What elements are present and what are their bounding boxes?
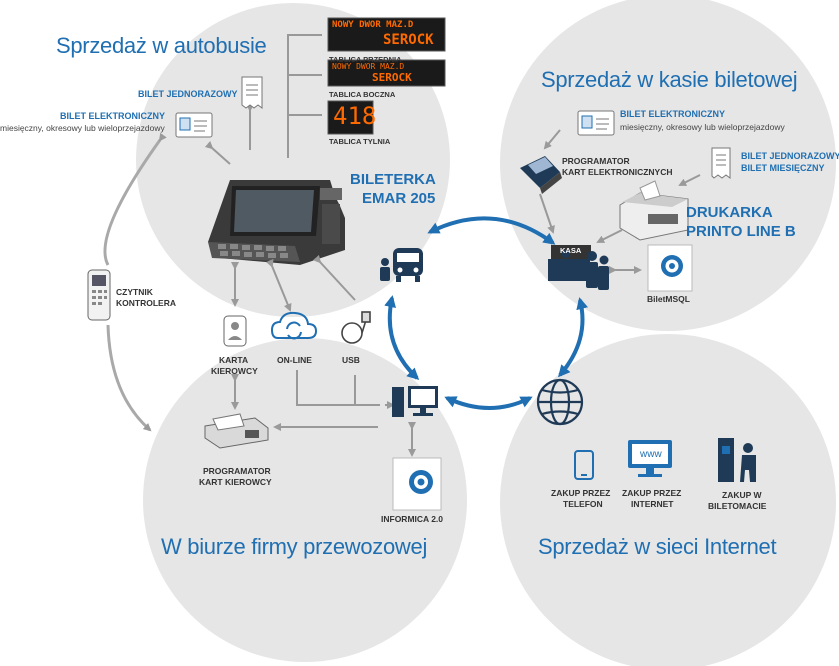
side-display-line2: SEROCK xyxy=(372,71,412,84)
biletmsql-label: BiletMSQL xyxy=(647,294,690,304)
bus-office-link xyxy=(384,295,420,381)
front-display-label: TABLICA PRZEDNIA xyxy=(329,55,402,64)
online-label: ON-LINE xyxy=(277,355,312,365)
front-display-line1: NOWY DWOR MAZ.D xyxy=(332,20,414,30)
card-programmer-icon xyxy=(520,156,562,194)
reader-to-bus-arrow xyxy=(103,132,167,266)
controller-reader-icon xyxy=(87,269,111,321)
eticket-card-icon xyxy=(175,112,213,138)
display-connectors xyxy=(204,34,322,165)
rear-display-value: 418 xyxy=(333,102,377,130)
kasa-ticket-label-line2: BILET MIESIĘCZNY xyxy=(741,163,825,173)
kasa-eticket-card-icon xyxy=(577,110,615,136)
driver-programmer-label-line1: PROGRAMATOR xyxy=(203,466,271,476)
ticket-printer-icon xyxy=(619,180,689,241)
globe-icon xyxy=(536,378,584,426)
reader-to-office-arrow xyxy=(106,324,152,432)
side-display-board xyxy=(327,59,446,87)
front-display-line2: SEROCK xyxy=(383,32,434,48)
driver-card-label-line1: KARTA xyxy=(219,355,249,365)
eticket-label: BILET ELEKTRONICZNY xyxy=(60,111,165,121)
biletmsql-software-icon xyxy=(647,244,693,292)
kiosk-label-line2: BILETOMACIE xyxy=(708,501,767,511)
office-computer-icon xyxy=(392,386,438,417)
device-name-line1: BILETERKA xyxy=(350,171,436,188)
kasa-ticket-icon xyxy=(711,147,731,179)
driver-card-label-line2: KIEROWCY xyxy=(211,366,258,376)
side-display-label: TABLICA BOCZNA xyxy=(329,90,396,99)
reader-label-line2: KONTROLERA xyxy=(116,298,176,308)
monitor-web-icon xyxy=(628,440,672,477)
ticket-machine-emar205 xyxy=(208,180,345,265)
single-ticket-icon xyxy=(241,76,263,109)
office-internet-link xyxy=(444,396,533,410)
kasa-eticket-description: miesięczny, okresowy lub wieloprzejazdow… xyxy=(620,122,785,132)
printer-label-line2: PRINTO LINE B xyxy=(686,223,796,240)
usb-label: USB xyxy=(342,355,360,365)
phone-icon xyxy=(574,450,594,480)
zone-internet-circle xyxy=(500,334,836,666)
informica-software-icon xyxy=(392,457,442,511)
front-display-board xyxy=(327,17,446,52)
web-label-line1: ZAKUP PRZEZ xyxy=(622,488,682,498)
reader-label-line1: CZYTNIK xyxy=(116,287,153,297)
cloud-sync-icon xyxy=(270,311,318,340)
single-ticket-label: BILET JEDNORAZOWY xyxy=(138,89,238,99)
kiosk-label-line1: ZAKUP W xyxy=(722,490,762,500)
kasa-ticket-label-line1: BILET JEDNORAZOWY xyxy=(741,151,839,161)
card-programmer-label-line1: PROGRAMATOR xyxy=(562,156,630,166)
driver-card-icon xyxy=(223,315,247,347)
zone-title-bus: Sprzedaż w autobusie xyxy=(56,33,267,58)
web-label-line2: INTERNET xyxy=(631,499,674,509)
printer-label-line1: DRUKARKA xyxy=(686,204,773,221)
cashier-desk-icon xyxy=(548,245,609,290)
kasa-internet-link xyxy=(558,297,589,378)
kasa-desk-sign: KASA xyxy=(560,246,582,255)
rear-display-board xyxy=(327,100,374,135)
bus-office-connectors xyxy=(231,254,416,457)
kasa-eticket-label: BILET ELEKTRONICZNY xyxy=(620,109,725,119)
card-programmer-label-line2: KART ELEKTRONICZNYCH xyxy=(562,167,673,177)
bus-kasa-link xyxy=(427,216,556,245)
monitor-screen-text: www xyxy=(640,449,662,460)
ticket-kiosk-icon xyxy=(718,438,756,482)
eticket-description: miesięczny, okresowy lub wieloprzejazdow… xyxy=(0,123,165,133)
rear-display-label: TABLICA TYLNIA xyxy=(329,137,391,146)
side-display-line1: NOWY DWOR MAZ.D xyxy=(332,62,405,71)
informica-label: INFORMICA 2.0 xyxy=(381,514,444,524)
zone-title-office: W biurze firmy przewozowej xyxy=(161,534,428,559)
zone-title-internet: Sprzedaż w sieci Internet xyxy=(538,534,777,559)
zone-title-kasa: Sprzedaż w kasie biletowej xyxy=(541,67,798,92)
usb-cable-icon xyxy=(341,311,371,344)
phone-label-line1: ZAKUP PRZEZ xyxy=(551,488,611,498)
phone-label-line2: TELEFON xyxy=(563,499,603,509)
driver-programmer-label-line2: KART KIEROWCY xyxy=(199,477,272,487)
kasa-connectors xyxy=(539,129,701,274)
driver-card-programmer-icon xyxy=(204,413,269,449)
bus-passenger-icon xyxy=(380,248,423,282)
device-name-line2: EMAR 205 xyxy=(362,190,436,207)
